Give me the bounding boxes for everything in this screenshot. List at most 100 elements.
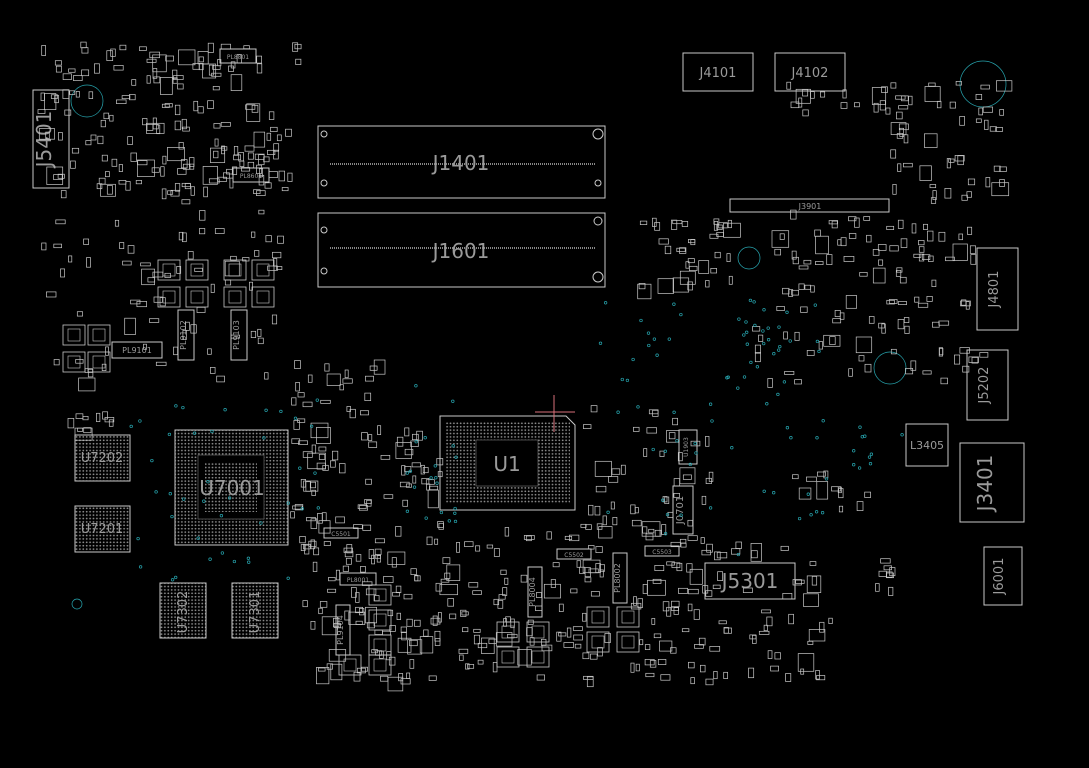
smd-pad[interactable] xyxy=(967,178,976,186)
smd-pad[interactable] xyxy=(989,126,997,132)
smd-pad[interactable] xyxy=(196,306,206,313)
smd-pad[interactable] xyxy=(878,259,884,266)
smd-pad[interactable] xyxy=(151,167,160,173)
smd-pad[interactable] xyxy=(159,297,166,307)
inductor-l3405[interactable]: L3405 xyxy=(905,423,949,467)
inductor-pl8001[interactable]: PL8001 xyxy=(339,572,377,586)
smd-pad[interactable] xyxy=(898,123,909,131)
smd-pad[interactable] xyxy=(335,516,345,524)
smd-pad[interactable] xyxy=(498,594,506,600)
smd-pad[interactable] xyxy=(523,535,535,540)
smd-pad[interactable] xyxy=(945,256,955,262)
connector-j4102[interactable]: J4102 xyxy=(774,52,846,92)
smd-pad[interactable] xyxy=(263,156,270,163)
smd-pad[interactable] xyxy=(459,654,464,661)
smd-pad[interactable] xyxy=(700,537,705,544)
smd-pad[interactable] xyxy=(220,122,231,127)
smd-pad[interactable] xyxy=(213,150,219,159)
smd-pad[interactable] xyxy=(302,401,313,408)
smd-pad[interactable] xyxy=(155,361,167,366)
gpu-u7001[interactable]: U7001 xyxy=(174,429,289,546)
smd-pad[interactable] xyxy=(475,545,481,552)
cap-c5503[interactable]: C5503 xyxy=(644,545,680,557)
smd-pad[interactable] xyxy=(71,147,80,154)
smd-pad[interactable] xyxy=(105,171,110,178)
mosfet[interactable] xyxy=(62,351,86,373)
smd-pad[interactable] xyxy=(888,299,898,304)
smd-pad[interactable] xyxy=(177,83,184,90)
smd-pad[interactable] xyxy=(502,587,508,596)
smd-pad[interactable] xyxy=(160,166,165,177)
smd-pad[interactable] xyxy=(701,549,711,556)
smd-pad[interactable] xyxy=(187,251,194,260)
smd-pad[interactable] xyxy=(458,648,469,654)
smd-pad[interactable] xyxy=(917,302,929,308)
smd-pad[interactable] xyxy=(447,598,454,607)
smd-pad[interactable] xyxy=(804,284,811,290)
smd-pad[interactable] xyxy=(388,656,396,666)
smd-pad[interactable] xyxy=(661,524,667,535)
smd-pad[interactable] xyxy=(77,427,83,432)
smd-pad[interactable] xyxy=(585,524,592,530)
smd-pad[interactable] xyxy=(595,546,603,553)
smd-pad[interactable] xyxy=(929,184,937,189)
smd-pad[interactable] xyxy=(127,136,133,145)
smd-pad[interactable] xyxy=(657,659,667,665)
inductor-pl8002[interactable]: PL8002 xyxy=(612,552,628,604)
mosfet[interactable] xyxy=(223,259,247,281)
smd-pad[interactable] xyxy=(152,124,159,130)
smd-pad[interactable] xyxy=(230,74,243,91)
smd-pad[interactable] xyxy=(644,659,655,666)
smd-pad[interactable] xyxy=(795,579,805,584)
smd-pad[interactable] xyxy=(291,397,297,406)
smd-pad[interactable] xyxy=(202,166,218,185)
smd-pad[interactable] xyxy=(708,471,714,482)
connector-j5301[interactable]: J5301 xyxy=(704,562,796,600)
smd-pad[interactable] xyxy=(460,609,467,617)
smd-pad[interactable] xyxy=(297,392,305,398)
smd-pad[interactable] xyxy=(978,107,983,116)
smd-pad[interactable] xyxy=(55,219,66,225)
smd-pad[interactable] xyxy=(369,365,378,371)
smd-pad[interactable] xyxy=(210,147,226,163)
smd-pad[interactable] xyxy=(46,291,57,298)
smd-pad[interactable] xyxy=(380,675,389,682)
smd-pad[interactable] xyxy=(45,131,50,139)
smd-pad[interactable] xyxy=(178,49,196,66)
smd-pad[interactable] xyxy=(53,174,63,180)
smd-pad[interactable] xyxy=(317,513,323,524)
smd-pad[interactable] xyxy=(662,601,670,612)
smd-pad[interactable] xyxy=(584,567,591,578)
smd-pad[interactable] xyxy=(362,524,372,531)
smd-pad[interactable] xyxy=(173,346,178,356)
smd-pad[interactable] xyxy=(473,628,481,633)
smd-pad[interactable] xyxy=(265,235,272,243)
smd-pad[interactable] xyxy=(64,109,72,116)
smd-pad[interactable] xyxy=(361,581,373,586)
smd-pad[interactable] xyxy=(843,256,855,262)
mosfet[interactable] xyxy=(368,634,392,656)
smd-pad[interactable] xyxy=(878,570,887,577)
cpu-u1[interactable]: U1 xyxy=(439,415,576,511)
mosfet[interactable] xyxy=(616,606,640,628)
smd-pad[interactable] xyxy=(678,587,688,594)
smd-pad[interactable] xyxy=(228,65,234,72)
smd-pad[interactable] xyxy=(984,119,989,130)
smd-pad[interactable] xyxy=(310,539,315,550)
smd-pad[interactable] xyxy=(258,209,265,215)
smd-pad[interactable] xyxy=(679,538,687,544)
smd-pad[interactable] xyxy=(924,86,941,102)
smd-pad[interactable] xyxy=(178,142,184,150)
smd-pad[interactable] xyxy=(819,621,825,633)
smd-pad[interactable] xyxy=(185,321,190,331)
smd-pad[interactable] xyxy=(877,244,887,251)
smd-pad[interactable] xyxy=(671,219,678,230)
smd-pad[interactable] xyxy=(192,63,200,70)
smd-pad[interactable] xyxy=(648,528,655,534)
smd-pad[interactable] xyxy=(526,627,533,637)
smd-pad[interactable] xyxy=(754,352,761,363)
smd-pad[interactable] xyxy=(212,65,221,70)
smd-pad[interactable] xyxy=(349,408,356,419)
smd-pad[interactable] xyxy=(667,511,674,518)
smd-pad[interactable] xyxy=(903,162,913,168)
